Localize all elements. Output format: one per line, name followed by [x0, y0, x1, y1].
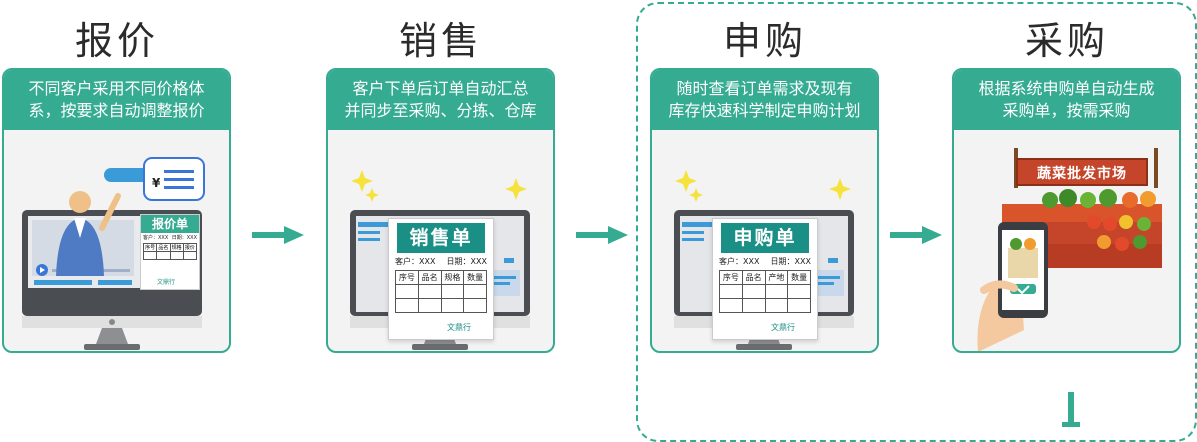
step-2-description: 客户下单后订单自动汇总 并同步至采购、分拣、仓库 [344, 79, 537, 120]
sales-col-header: 品名 [417, 270, 442, 285]
market-stall-icon [977, 148, 1162, 351]
sales-document: 销售单 客户：XXX 日期：XXX 序号 品名 规格 数量 文鼎行 [388, 218, 494, 340]
purchase-col-header: 数量 [787, 270, 811, 285]
sales-brand: 文鼎行 [447, 323, 471, 332]
arrow-right-icon [890, 226, 942, 244]
market-sign: 蔬菜批发市场 [1016, 158, 1148, 186]
arrow-down-icon [1062, 392, 1080, 427]
quote-illustration: ¥ 报价单 客户：XXX 日期：XXX 序号 品名 规格 报价 文鼎行 [4, 130, 229, 351]
sales-date: 日期：XXX [446, 257, 487, 266]
step-4-card: 根据系统申购单自动生成 采购单，按需采购 [952, 68, 1181, 353]
step-1-card: 不同客户采用不同价格体 系，按要求自动调整报价 [2, 68, 231, 353]
quote-col-header: 报价 [183, 244, 197, 252]
step-3-title: 申购 [722, 19, 807, 63]
step-4-title: 采购 [1024, 19, 1109, 63]
purchase-request-illustration: 申购单 客户：XXX 日期：XXX 序号 品名 产地 数量 文鼎行 [652, 130, 877, 351]
quote-customer: 客户：XXX [143, 235, 169, 241]
quote-document-title: 报价单 [141, 215, 199, 233]
arrow-right-icon [576, 226, 628, 244]
purchase-request-table: 序号 品名 产地 数量 [719, 270, 811, 313]
sales-illustration: 销售单 客户：XXX 日期：XXX 序号 品名 规格 数量 文鼎行 [328, 130, 553, 351]
sales-customer: 客户：XXX [395, 257, 436, 266]
purchase-request-document: 申购单 客户：XXX 日期：XXX 序号 品名 产地 数量 文鼎行 [712, 218, 818, 340]
purchase-request-date: 日期：XXX [770, 257, 811, 266]
sales-document-title: 销售单 [397, 223, 485, 253]
currency-symbol: ¥ [152, 176, 161, 190]
purchase-request-title: 申购单 [721, 223, 809, 253]
purchase-col-header: 品名 [741, 270, 766, 285]
step-1-description: 不同客户采用不同价格体 系，按要求自动调整报价 [28, 79, 205, 120]
quote-col-header: 规格 [170, 244, 184, 252]
step-2-card: 客户下单后订单自动汇总 并同步至采购、分拣、仓库 销售单 客户：XXX 日期：X… [326, 68, 555, 353]
step-2-title: 销售 [398, 19, 483, 63]
purchase-col-header: 序号 [719, 270, 743, 285]
step-4-header: 根据系统申购单自动生成 采购单，按需采购 [954, 70, 1179, 130]
step-3-header: 随时查看订单需求及现有 库存快速科学制定申购计划 [652, 70, 877, 130]
step-2-header: 客户下单后订单自动汇总 并同步至采购、分拣、仓库 [328, 70, 553, 130]
purchase-col-header: 产地 [764, 270, 789, 285]
purchase-request-customer: 客户：XXX [719, 257, 760, 266]
quote-date: 日期：XXX [171, 235, 197, 241]
sales-col-header: 序号 [395, 270, 419, 285]
market-illustration: 蔬菜批发市场 [954, 130, 1179, 351]
sales-col-header: 规格 [440, 270, 465, 285]
step-3-card: 随时查看订单需求及现有 库存快速科学制定申购计划 申购单 客户：XXX 日期：X… [650, 68, 879, 353]
step-4-description: 根据系统申购单自动生成 采购单，按需采购 [978, 79, 1155, 120]
quote-col-header: 品名 [157, 244, 171, 252]
step-3-description: 随时查看订单需求及现有 库存快速科学制定申购计划 [668, 79, 861, 120]
purchase-brand: 文鼎行 [771, 323, 795, 332]
step-1-header: 不同客户采用不同价格体 系，按要求自动调整报价 [4, 70, 229, 130]
sales-table: 序号 品名 规格 数量 [395, 270, 487, 313]
sales-col-header: 数量 [463, 270, 487, 285]
quote-col-header: 序号 [144, 244, 158, 252]
step-1-title: 报价 [74, 19, 159, 63]
quote-brand: 文鼎行 [157, 279, 176, 286]
arrow-right-icon [252, 226, 304, 244]
quote-document: 报价单 客户：XXX 日期：XXX 序号 品名 规格 报价 文鼎行 [140, 214, 200, 290]
